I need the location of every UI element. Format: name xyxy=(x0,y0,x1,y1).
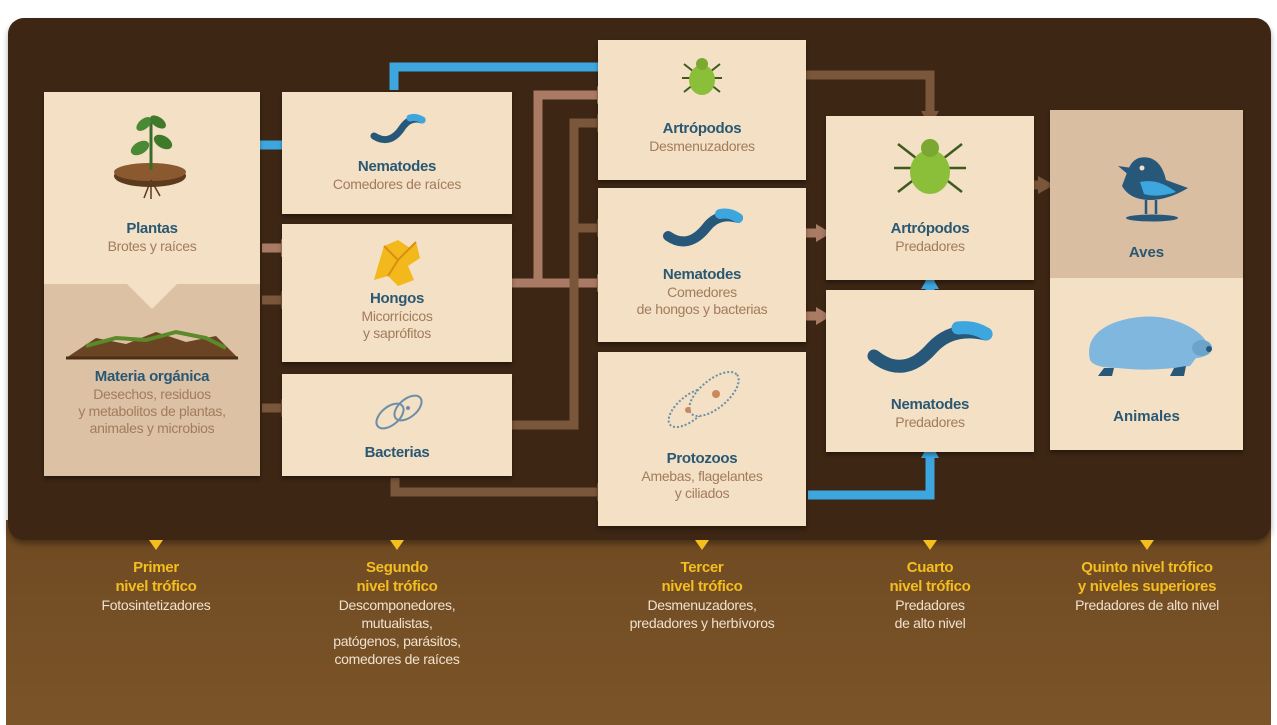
worm-icon xyxy=(370,113,426,144)
worm-icon xyxy=(867,321,993,373)
node-artropodos-predadores: Artrópodos Predadores xyxy=(826,116,1034,280)
mite-icon xyxy=(682,58,722,95)
plantas-subtitle: Brotes y raíces xyxy=(107,238,197,254)
nematodes-hongos-subtitle: Comedores de hongos y bacterias xyxy=(636,284,768,317)
materia-notch xyxy=(127,284,177,309)
level-2-description: Descomponedores, mutualistas, patógenos,… xyxy=(333,597,461,667)
node-hongos: Hongos Micorrícicos y saprófitos xyxy=(282,224,512,362)
level-3-description: Desmenuzadores, predadores y herbívoros xyxy=(629,597,775,631)
nematodes-pred-subtitle: Predadores xyxy=(895,414,965,430)
protozoa-icon xyxy=(667,370,740,429)
artropodos-pred-title: Artrópodos xyxy=(890,220,970,237)
level-1-title: Primer nivel trófico xyxy=(115,559,197,595)
level-1-description: Fotosintetizadores xyxy=(101,597,211,613)
mole-icon xyxy=(1089,316,1212,376)
aves-title: Aves xyxy=(1128,244,1165,261)
level-marker-icon xyxy=(1140,540,1154,550)
node-artropodos-desmenuzadores: Artrópodos Desmenuzadores xyxy=(598,40,806,180)
bacteria-icon xyxy=(375,394,423,430)
trophic-level-2: Segundo nivel trófico Descomponedores, m… xyxy=(288,540,506,668)
aves-label: Aves xyxy=(1050,244,1243,261)
node-nematodes-predadores: Nematodes Predadores xyxy=(826,290,1034,452)
nematodes-raices-label: Nematodes Comedores de raíces xyxy=(282,158,512,193)
level-marker-icon xyxy=(390,540,404,550)
plant-icon xyxy=(114,115,186,199)
level-5-description: Predadores de alto nivel xyxy=(1075,597,1219,613)
hongos-title: Hongos xyxy=(369,290,425,307)
plantas-title: Plantas xyxy=(126,220,178,237)
nematodes-hongos-title: Nematodes xyxy=(662,266,742,283)
materia-title: Materia orgánica xyxy=(94,368,210,385)
node-bacterias: Bacterias xyxy=(282,374,512,476)
hongos-label: Hongos Micorrícicos y saprófitos xyxy=(282,290,512,342)
nematodes-raices-title: Nematodes xyxy=(357,158,437,175)
level-4-description: Predadores de alto nivel xyxy=(894,597,966,631)
trophic-level-1: Primer nivel trófico Fotosintetizadores xyxy=(62,540,250,614)
materia-subtitle: Desechos, residuos y metabolitos de plan… xyxy=(78,386,226,436)
fungus-icon xyxy=(374,240,420,286)
nematodes-pred-label: Nematodes Predadores xyxy=(826,396,1034,431)
node-nematodes-hongos-bacterias: Nematodes Comedores de hongos y bacteria… xyxy=(598,188,806,342)
worm-icon xyxy=(663,208,743,247)
artropodos-desm-label: Artrópodos Desmenuzadores xyxy=(598,120,806,155)
level-marker-icon xyxy=(149,540,163,550)
mite-icon xyxy=(894,139,966,194)
artropodos-pred-subtitle: Predadores xyxy=(895,238,965,254)
bacterias-label: Bacterias xyxy=(282,444,512,462)
animales-label: Animales xyxy=(1050,408,1243,425)
animales-title: Animales xyxy=(1113,408,1180,425)
materia-band xyxy=(44,284,260,476)
bacterias-title: Bacterias xyxy=(364,444,430,461)
node-plantas: Plantas Brotes y raíces Materia orgánica… xyxy=(44,92,260,476)
soil-icon xyxy=(66,329,238,360)
artropodos-desm-title: Artrópodos xyxy=(662,120,742,137)
level-3-title: Tercer nivel trófico xyxy=(661,559,743,595)
node-fifth-level: Aves Animales xyxy=(1050,110,1243,450)
nematodes-pred-title: Nematodes xyxy=(890,396,970,413)
level-marker-icon xyxy=(695,540,709,550)
trophic-level-4: Cuarto nivel trófico Predadores de alto … xyxy=(848,540,1012,632)
level-5-title: Quinto nivel trófico y niveles superiore… xyxy=(1077,559,1217,595)
trophic-levels-band xyxy=(6,520,1271,725)
protozoos-subtitle: Amebas, flagelantes y ciliados xyxy=(641,468,763,501)
plantas-label: Plantas Brotes y raíces xyxy=(44,220,260,255)
node-protozoos: Protozoos Amebas, flagelantes y ciliados xyxy=(598,352,806,526)
protozoos-label: Protozoos Amebas, flagelantes y ciliados xyxy=(598,450,806,502)
trophic-level-5: Quinto nivel trófico y niveles superiore… xyxy=(1036,540,1258,614)
node-nematodes-raices: Nematodes Comedores de raíces xyxy=(282,92,512,214)
trophic-level-3: Tercer nivel trófico Desmenuzadores, pre… xyxy=(588,540,816,632)
materia-label: Materia orgánica Desechos, residuos y me… xyxy=(44,368,260,437)
hongos-subtitle: Micorrícicos y saprófitos xyxy=(361,308,433,341)
nematodes-raices-subtitle: Comedores de raíces xyxy=(332,176,462,192)
protozoos-title: Protozoos xyxy=(666,450,738,467)
bird-icon xyxy=(1118,157,1188,222)
level-4-title: Cuarto nivel trófico xyxy=(889,559,971,595)
level-2-title: Segundo nivel trófico xyxy=(356,559,438,595)
artropodos-desm-subtitle: Desmenuzadores xyxy=(649,138,755,154)
artropodos-pred-label: Artrópodos Predadores xyxy=(826,220,1034,255)
nematodes-hongos-label: Nematodes Comedores de hongos y bacteria… xyxy=(598,266,806,318)
level-marker-icon xyxy=(923,540,937,550)
